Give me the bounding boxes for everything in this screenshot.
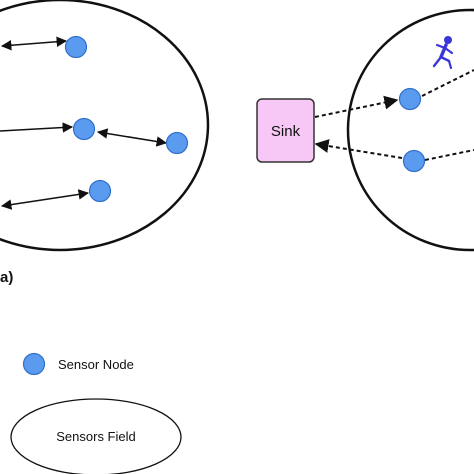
legend-sensors-field-label: Sensors Field [56,429,135,444]
link-left-1 [0,36,68,51]
sensor-node [402,149,426,173]
sensors-field-left [0,0,210,252]
link-left-4 [0,189,90,210]
running-person-icon [432,36,454,70]
legend-sensor-node-icon [22,352,46,376]
sensor-node [398,87,422,111]
link-sink-out [314,95,399,118]
link-right-down [424,149,474,161]
legend-sensor-node-label: Sensor Node [58,357,134,372]
sensor-node [165,131,189,155]
sensor-node [88,179,112,203]
sensor-node [72,117,96,141]
sink-label: Sink [271,123,301,140]
sink-node [256,98,315,163]
link-sink-in [314,139,403,159]
link-left-2 [0,122,74,133]
sensors-field-right [346,8,474,252]
panel-label: a) [0,269,13,286]
legend-sensors-field-icon [10,398,182,474]
sensor-node [64,35,88,59]
link-right-up [421,69,474,97]
link-left-3 [96,128,168,147]
